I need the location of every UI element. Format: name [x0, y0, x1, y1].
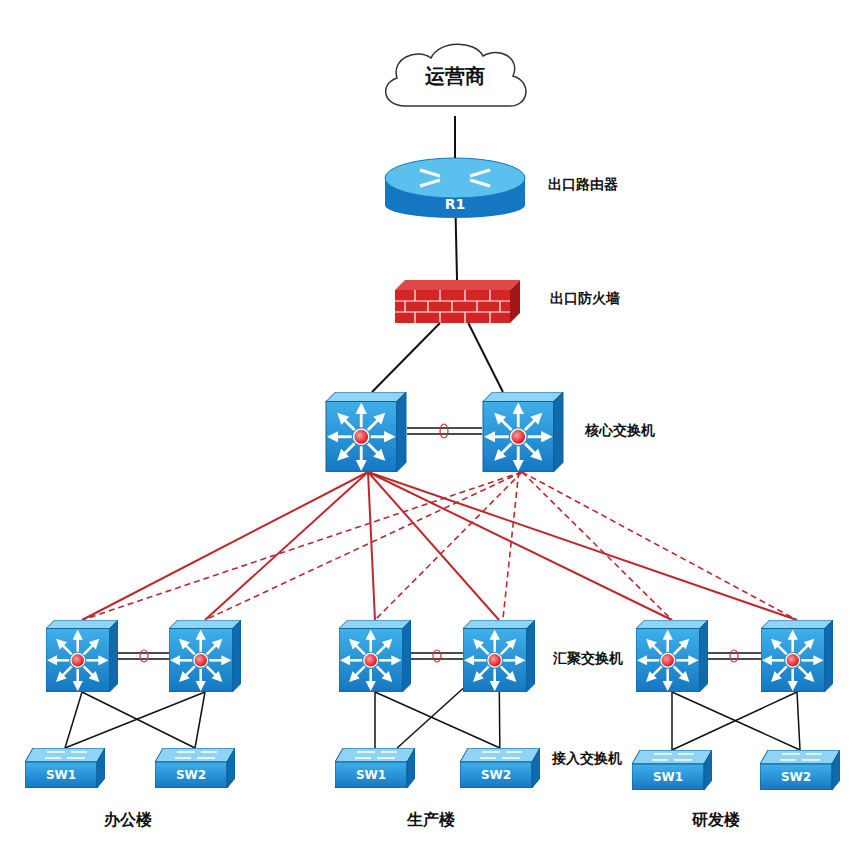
network-link [456, 218, 457, 280]
network-link [468, 323, 503, 392]
access-switch: SW1 [632, 750, 712, 790]
node-label: SW2 [155, 762, 227, 788]
side-label: 接入交换机 [552, 750, 622, 768]
network-link [503, 472, 519, 620]
network-link [499, 692, 501, 748]
exit-router: R1出口路由器 [385, 158, 525, 218]
access-switch: SW2接入交换机 [460, 748, 540, 788]
access-switch: SW2 [760, 750, 840, 790]
core-switch: 核心交换机 [482, 392, 564, 472]
building-label: 生产楼 [407, 810, 455, 831]
side-label: 汇聚交换机 [553, 650, 623, 668]
isp-cloud: 运营商 [375, 36, 535, 116]
node-label: SW2 [760, 764, 832, 790]
network-link [454, 116, 456, 158]
aggregation-switch: 汇聚交换机 [463, 620, 535, 692]
building-label: 办公楼 [104, 810, 152, 831]
building-label: 研发楼 [692, 810, 740, 831]
node-label: 运营商 [375, 36, 535, 116]
side-label: 出口路由器 [548, 176, 618, 194]
node-label: SW1 [25, 762, 97, 788]
node-label: R1 [385, 194, 525, 214]
access-switch: SW1 [335, 748, 415, 788]
node-label: SW1 [335, 762, 407, 788]
node-label: SW2 [460, 762, 532, 788]
network-link [397, 689, 463, 748]
exit-firewall: 出口防火墙 [395, 280, 520, 323]
side-label: 出口防火墙 [550, 290, 620, 308]
side-label: 核心交换机 [585, 422, 655, 440]
access-switch: SW2 [155, 748, 235, 788]
node-label: SW1 [632, 764, 704, 790]
access-switch: SW1 [25, 748, 105, 788]
